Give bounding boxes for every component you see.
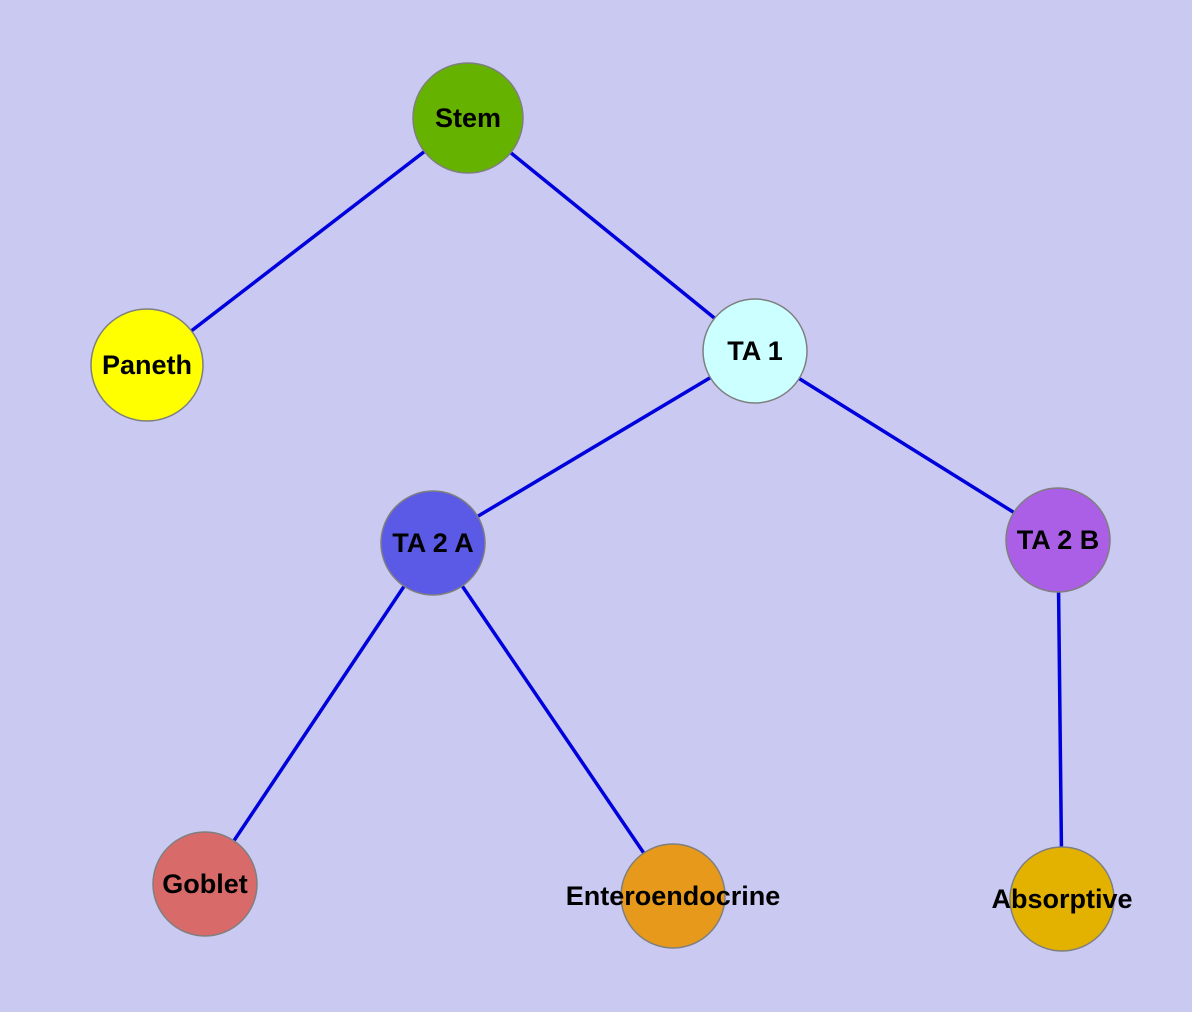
node-paneth[interactable] [90,308,204,422]
edge-ta2a-goblet [203,542,435,885]
node-goblet[interactable] [152,831,258,937]
edge-ta2b-absorptive [1056,539,1064,900]
node-ta1[interactable] [702,298,808,404]
edge-ta2a-enteroendocrine [431,542,675,897]
node-absorptive[interactable] [1009,846,1115,952]
edge-stem-ta1 [466,116,757,353]
node-enteroendocrine[interactable] [620,843,726,949]
node-ta2a[interactable] [380,490,486,596]
edge-ta1-ta2b [754,349,1059,542]
edge-stem-paneth [145,116,470,367]
node-ta2b[interactable] [1005,487,1111,593]
node-stem[interactable] [412,62,524,174]
edge-ta1-ta2a [432,349,756,545]
